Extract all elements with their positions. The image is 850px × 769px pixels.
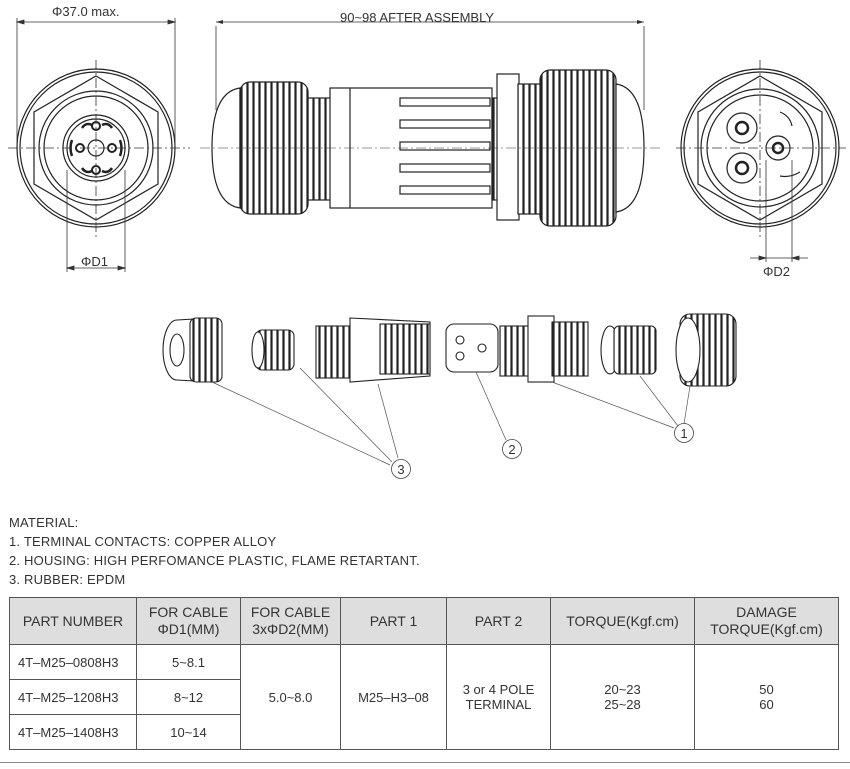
exploded-view [162,313,737,387]
callout-2: 2 [502,439,522,459]
dim-left [8,18,190,272]
table-row: 4T–M25–1208H3 8~12 [9,679,839,715]
cell-torque: 20~23 25~28 [550,644,695,750]
header-torque: TORQUE(Kgf.cm) [550,597,695,645]
cell-part-number: 4T–M25–1208H3 [9,679,137,715]
header-d1: FOR CABLE ΦD1(MM) [136,597,241,645]
cell-part2: 3 or 4 POLE TERMINAL [446,644,551,750]
cell-d1: 10~14 [136,714,241,750]
header-part1: PART 1 [340,597,447,645]
dim-length-label: 90~98 AFTER ASSEMBLY [340,10,494,25]
header-part-number: PART NUMBER [9,597,137,645]
cell-d1: 8~12 [136,679,241,715]
dim-outer-diameter-label: Φ37.0 max. [52,4,119,19]
spec-table: PART NUMBER FOR CABLE ΦD1(MM) FOR CABLE … [9,597,839,750]
svg-text:1: 1 [680,426,687,441]
callout-leaders [211,367,691,466]
svg-text:3: 3 [397,462,404,477]
cell-part-number: 4T–M25–1408H3 [9,714,137,750]
header-d2: FOR CABLE 3xΦD2(MM) [240,597,341,645]
cell-d1: 5~8.1 [136,644,241,680]
callout-3: 3 [391,459,411,479]
table-header-row: PART NUMBER FOR CABLE ΦD1(MM) FOR CABLE … [9,597,839,645]
table-row: 4T–M25–0808H3 5~8.1 5.0~8.0 M25–H3–08 3 … [9,644,839,750]
technical-drawing: Φ37.0 max. ΦD1 90~98 AFTER ASSEMBLY [8,4,846,479]
dim-right [676,60,846,262]
bottom-divider [0,762,850,763]
cell-part1: M25–H3–08 [340,644,447,750]
cell-part-number: 4T–M25–0808H3 [9,644,137,680]
header-part2: PART 2 [446,597,551,645]
cell-d2: 5.0~8.0 [240,644,341,750]
side-view-assembled [200,20,660,227]
header-damage-torque: DAMAGE TORQUE(Kgf.cm) [694,597,839,645]
dim-d2-label: ΦD2 [763,264,790,279]
table-row: 4T–M25–1408H3 10~14 [9,714,839,750]
material-notes: MATERIAL: 1. TERMINAL CONTACTS: COPPER A… [9,513,420,589]
cell-damage-torque: 50 60 [694,644,839,750]
material-item-3: 3. RUBBER: EPDM [9,572,126,587]
material-heading: MATERIAL: [9,515,79,530]
dim-d1-label: ΦD1 [81,254,108,269]
material-item-1: 1. TERMINAL CONTACTS: COPPER ALLOY [9,534,277,549]
callout-1: 1 [674,423,694,443]
material-item-2: 2. HOUSING: HIGH PERFOMANCE PLASTIC, FLA… [9,553,420,568]
svg-text:2: 2 [508,442,515,457]
